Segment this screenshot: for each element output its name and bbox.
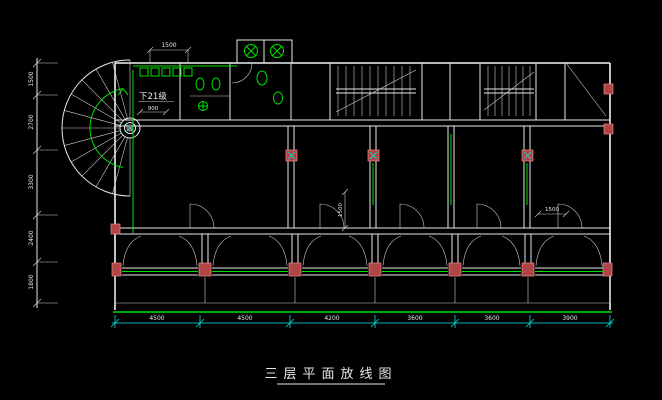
column [603, 83, 614, 95]
floor-drain-icon [198, 101, 208, 111]
left-dimension-chain: 1500 2700 3300 2400 1800 [28, 58, 58, 308]
door-swing-arc [231, 62, 253, 84]
column [603, 123, 614, 135]
upper-room-walls [115, 62, 610, 127]
fan-symbol-icon [270, 44, 284, 58]
staircase-b [483, 66, 535, 116]
dim-bottom-5: 3900 [562, 315, 577, 322]
dim-bottom-0: 4500 [149, 315, 164, 322]
structural-columns [110, 83, 614, 277]
column [448, 262, 462, 277]
fan-symbol-icon [244, 44, 258, 58]
door-swing-arc [557, 203, 583, 229]
dim-stair-width: 900 [148, 106, 159, 112]
middle-room-walls [115, 126, 610, 235]
basin-icon [256, 70, 268, 86]
dim-bottom-4: 3600 [484, 315, 499, 322]
bottom-dimension-chain: 4500 4500 4200 3600 3600 3900 [110, 315, 615, 328]
toilet-icon [195, 77, 205, 91]
stair-walk-line [89, 88, 124, 168]
column [198, 262, 212, 277]
door-swing-arc [399, 203, 425, 229]
toilet-icon [273, 91, 283, 105]
bay-windows [114, 234, 611, 303]
dim-bottom-2: 4200 [324, 315, 339, 322]
column [521, 262, 535, 277]
toilet-icon [211, 77, 221, 91]
door-swing-arc [319, 203, 345, 229]
spiral-staircase [61, 59, 141, 233]
stair-break-line [483, 71, 535, 111]
machine-room [236, 39, 293, 64]
column [288, 262, 302, 277]
dim-left-1: 2700 [28, 114, 35, 129]
dim-bottom-1: 4500 [237, 315, 252, 322]
axis-cross-icon [287, 151, 532, 160]
title-block: 三层平面放线图 [264, 367, 397, 385]
dim-left-3: 2400 [28, 230, 35, 245]
fixture-icon [183, 67, 193, 77]
dim-bottom-3: 3600 [407, 315, 422, 322]
stair-note-label: 下21级 [139, 91, 167, 102]
dim-mid-a: 1500 [338, 203, 344, 217]
bathroom-fixtures [133, 62, 283, 111]
fixture-icon [172, 67, 182, 77]
building-outline [113, 62, 612, 313]
dim-mid-b: 1500 [545, 207, 559, 213]
column [110, 223, 121, 235]
dim-left-4: 1800 [28, 274, 35, 289]
drawing-title: 三层平面放线图 [264, 367, 397, 382]
column [368, 262, 382, 277]
staircase-a [335, 66, 417, 116]
fixture-icon [161, 67, 171, 77]
dim-top-small: 1500 [161, 42, 176, 49]
door-swing-arc [189, 203, 215, 229]
dim-left-0: 1500 [28, 71, 35, 86]
door-diagonal [565, 62, 607, 117]
dim-left-2: 3300 [28, 174, 35, 189]
annotations: 下21级 900 1500 1500 1500 [136, 42, 570, 232]
door-swing-arc [476, 203, 502, 229]
column [111, 262, 122, 277]
fixture-icon [139, 67, 149, 77]
fixture-icon [150, 67, 160, 77]
column [602, 262, 613, 277]
stair-break-line [335, 69, 417, 113]
